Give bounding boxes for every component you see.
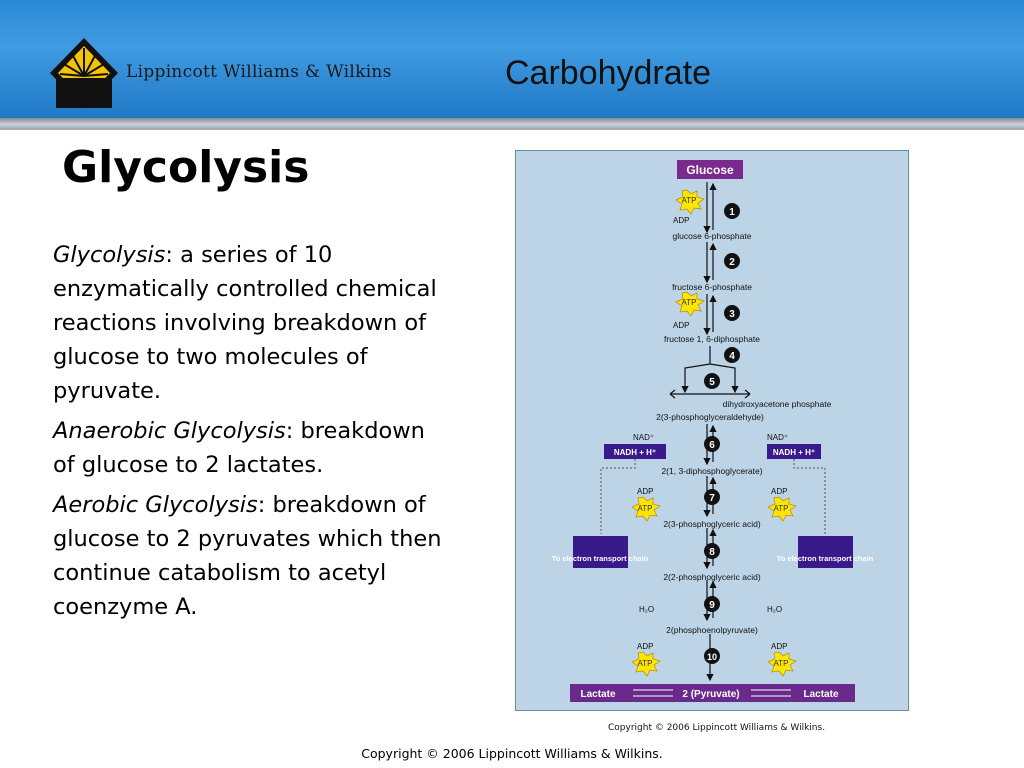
glucose-label: Glucose (686, 163, 734, 177)
atp-label: ATP (638, 659, 653, 668)
step-label: 4 (729, 351, 735, 362)
end-products-bar (570, 684, 855, 702)
nad-label: NAD⁺ (633, 433, 654, 442)
nadh-box-left (604, 444, 666, 459)
definition-term: Anaerobic Glycolysis (53, 418, 286, 444)
definition-aerobic: Aerobic Glycolysis: breakdown of glucose… (53, 492, 442, 620)
adp-label: ADP (637, 487, 653, 496)
diagram-copyright: Copyright © 2006 Lippincott Williams & W… (608, 723, 826, 733)
nadh-label: NADH + H⁺ (773, 448, 815, 457)
intermediate-label: 2(3-phosphoglyceric acid) (663, 519, 760, 529)
step-label: 6 (709, 440, 715, 451)
atp-label: ATP (774, 659, 789, 668)
header-title: Carbohydrate (505, 54, 712, 92)
step-label: 7 (709, 493, 715, 504)
definitions: Glycolysis: a series of 10 enzymatically… (53, 238, 453, 630)
intermediate-label: 2(2-phosphoglyceric acid) (663, 572, 760, 582)
adp-label: ADP (771, 487, 787, 496)
pyruvate-label: 2 (Pyruvate) (682, 689, 739, 700)
adp-label: ADP (637, 642, 653, 651)
step-label: 1 (729, 207, 735, 218)
atp-bursts: ATP ADP ATP ADP ADP ATP ADP ATP ADP ATP … (631, 189, 797, 677)
electron-transport-label: To electron transport chain (552, 554, 649, 563)
intermediate-label: glucose 6-phosphate (673, 231, 752, 241)
intermediate-label: 2(3-phosphoglyceraldehyde) (656, 412, 764, 422)
nad-label: NAD⁺ (767, 433, 788, 442)
nadh-label: NADH + H⁺ (614, 448, 656, 457)
glycolysis-diagram: Glucose 1 2 3 4 5 6 (515, 150, 909, 711)
atp-label: ATP (774, 504, 789, 513)
intermediate-label: 2(1, 3-diphosphoglycerate) (661, 466, 762, 476)
slide-title: Glycolysis (62, 142, 310, 193)
adp-label: ADP (673, 216, 689, 225)
step-markers: 1 2 3 4 5 6 7 8 9 10 (704, 203, 740, 664)
definition-text: a series of 10 enzymatically controlled … (53, 242, 437, 404)
atp-label: ATP (638, 504, 653, 513)
lactate-left-label: Lactate (580, 689, 615, 700)
step-label: 5 (709, 377, 715, 388)
intermediate-label: dihydroxyacetone phosphate (723, 399, 832, 409)
step-label: 8 (709, 547, 715, 558)
definition-term: Glycolysis (53, 242, 166, 268)
definition-anaerobic: Anaerobic Glycolysis: breakdown of gluco… (53, 418, 425, 478)
electron-transport-box-right (798, 536, 853, 568)
definition-term: Aerobic Glycolysis (53, 492, 258, 518)
water-label: H₂O (639, 605, 654, 614)
atp-label: ATP (682, 196, 697, 205)
adp-label: ADP (673, 321, 689, 330)
intermediate-label: fructose 6-phosphate (672, 282, 752, 292)
intermediate-label: 2(phosphoenolpyruvate) (666, 625, 758, 635)
step-label: 3 (729, 309, 735, 320)
glucose-box (677, 160, 743, 179)
header-bar (0, 0, 1024, 118)
step-label: 9 (709, 600, 715, 611)
definition-text: breakdown of glucose to 2 pyruvates whic… (53, 492, 442, 620)
lactate-right-label: Lactate (803, 689, 838, 700)
nadh-box-right (767, 444, 821, 459)
footer-copyright: Copyright © 2006 Lippincott Williams & W… (361, 746, 663, 761)
water-label: H₂O (767, 605, 782, 614)
intermediate-label: fructose 1, 6-diphosphate (664, 334, 760, 344)
definition-glycolysis: Glycolysis: a series of 10 enzymatically… (53, 242, 437, 404)
publisher-name: Lippincott Williams & Wilkins (126, 62, 392, 82)
electron-transport-box-left (573, 536, 628, 568)
electron-transport-label: To electron transport chain (777, 554, 874, 563)
header-stripe (0, 118, 1024, 130)
atp-label: ATP (682, 298, 697, 307)
definition-text: breakdown of glucose to 2 lactates. (53, 418, 425, 478)
adp-label: ADP (771, 642, 787, 651)
step-label: 2 (729, 257, 735, 268)
publisher-logo-icon (50, 38, 118, 108)
step-label: 10 (707, 652, 717, 662)
